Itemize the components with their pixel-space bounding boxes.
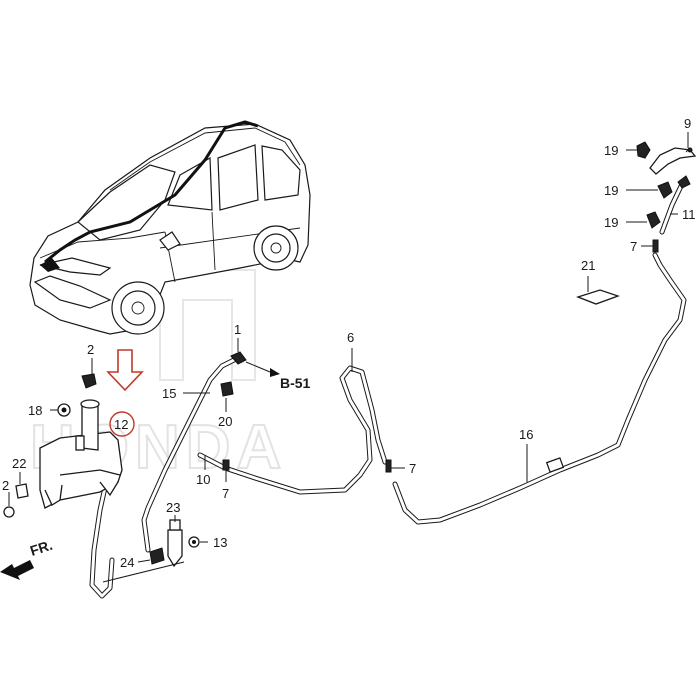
joint-7-right — [652, 239, 659, 253]
callout-21: 21 — [581, 258, 595, 273]
callout-9: 9 — [684, 116, 691, 131]
washer-reservoir — [39, 399, 123, 509]
vehicle-illustration — [29, 120, 311, 335]
callout-13: 13 — [213, 535, 227, 550]
joint-7-middle — [385, 459, 392, 473]
callout-20: 20 — [218, 414, 232, 429]
callout-10: 10 — [196, 472, 210, 487]
down-arrow-outline-icon — [106, 349, 144, 392]
callout-16: 16 — [519, 427, 533, 442]
washer-hoses — [89, 252, 687, 599]
callout-19-top: 19 — [604, 143, 618, 158]
part-21-pad — [576, 289, 620, 305]
joint-7-left — [222, 459, 230, 471]
callout-2-left: 2 — [2, 478, 9, 493]
callout-23: 23 — [166, 500, 180, 515]
callout-19-bottom: 19 — [604, 215, 618, 230]
callout-1: 1 — [234, 322, 241, 337]
highlight-circle — [109, 411, 135, 437]
highlight-markers — [106, 349, 144, 437]
callout-2: 2 — [87, 342, 94, 357]
callout-18: 18 — [28, 403, 42, 418]
callout-7-right: 7 — [630, 239, 637, 254]
front-arrow-icon — [0, 560, 34, 580]
callout-22: 22 — [12, 456, 26, 471]
rear-nozzle-assembly — [636, 141, 697, 235]
fasteners — [3, 351, 247, 568]
leader-lines — [8, 132, 689, 583]
reference-b51: B-51 — [280, 375, 311, 391]
callout-15: 15 — [162, 386, 176, 401]
front-label: FR. — [28, 537, 54, 559]
callout-6: 6 — [347, 330, 354, 345]
callout-12: 12 — [114, 417, 128, 432]
callout-24: 24 — [120, 555, 134, 570]
callout-19-middle: 19 — [604, 183, 618, 198]
callout-7-left: 7 — [222, 486, 229, 501]
callout-7-middle: 7 — [409, 461, 416, 476]
callout-labels: 1 2 2 6 7 7 7 9 10 11 12 13 15 16 18 19 … — [2, 116, 696, 570]
callout-11: 11 — [682, 207, 696, 222]
